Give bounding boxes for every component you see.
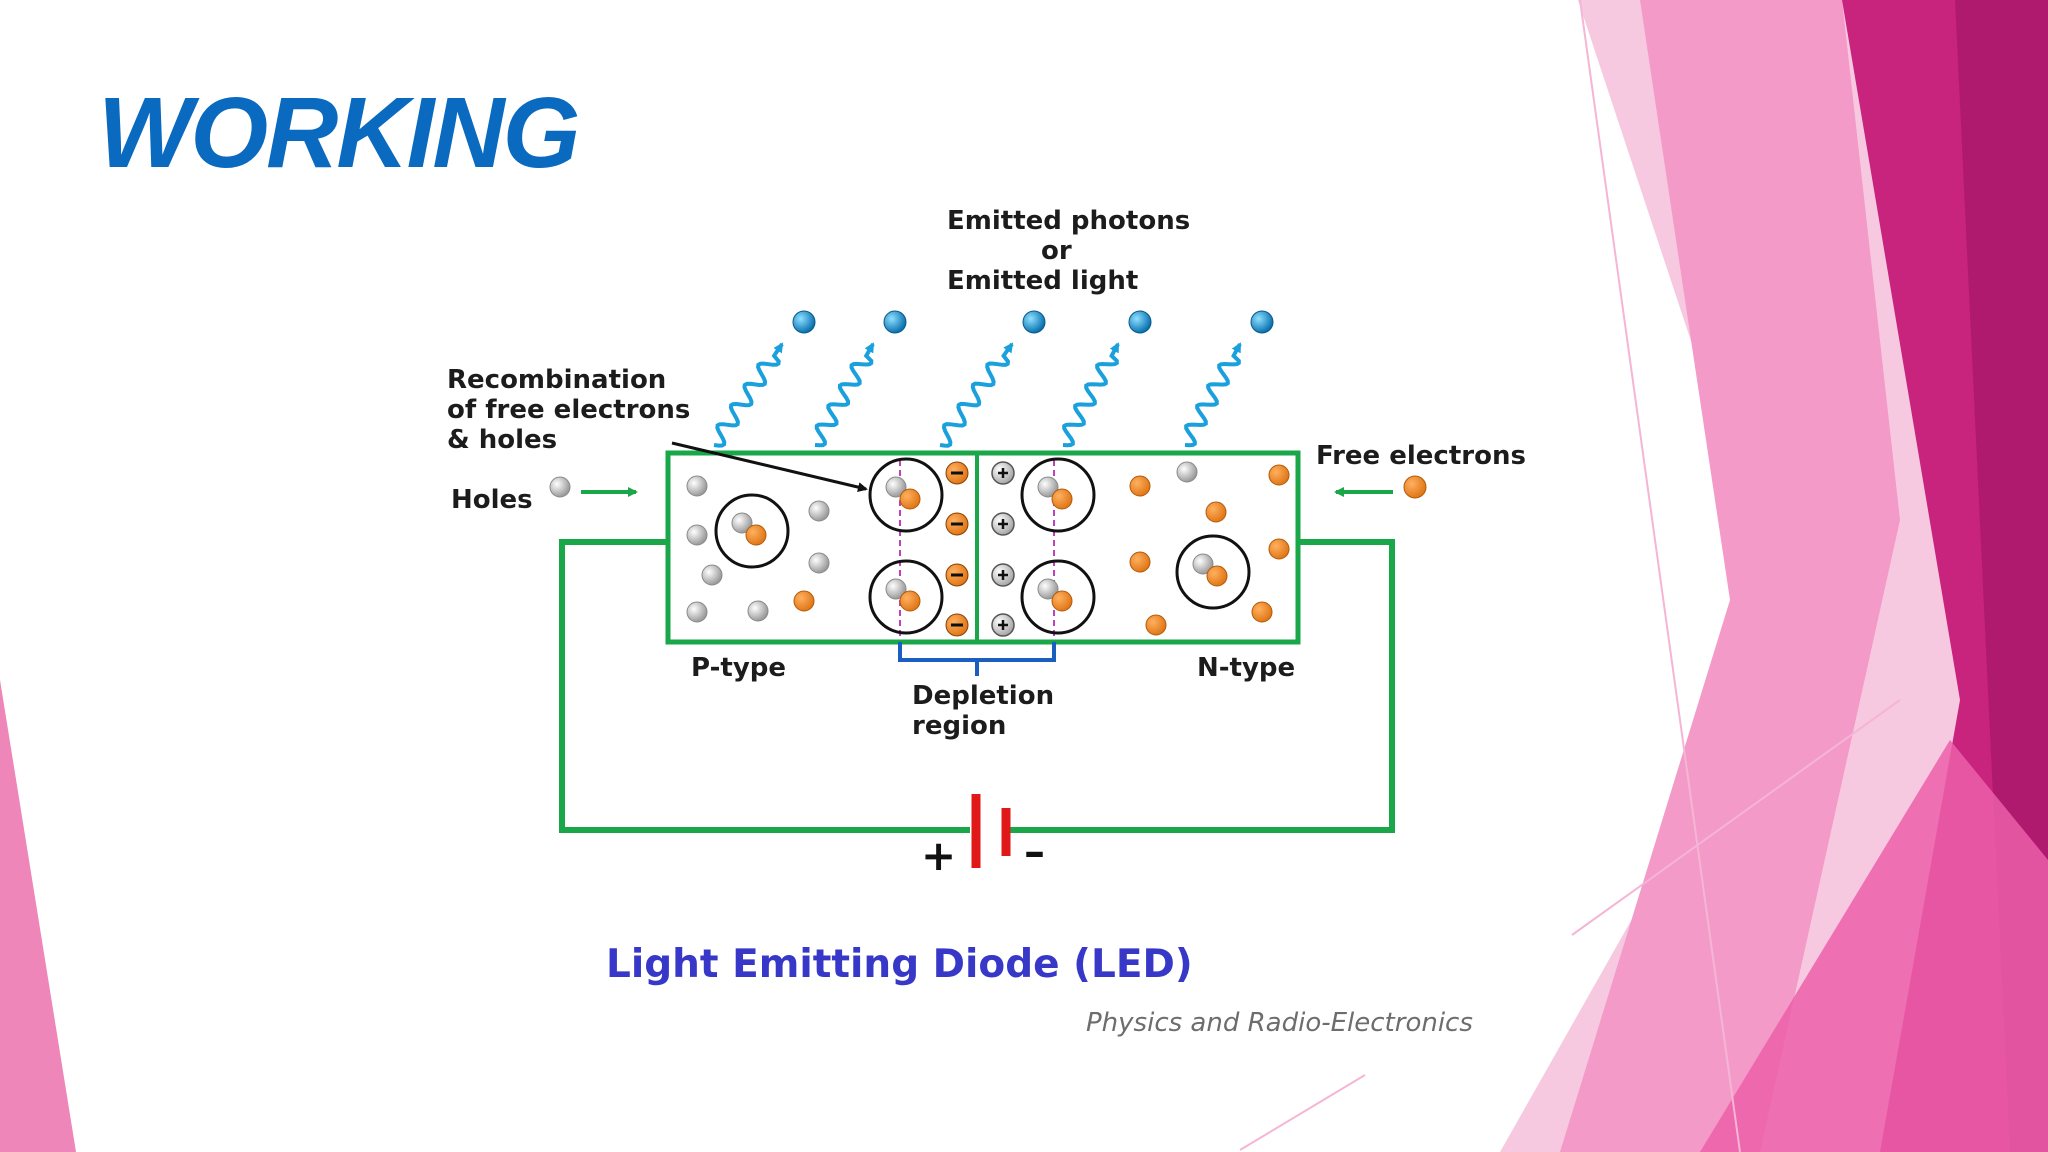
plus-ion-icon	[991, 461, 1015, 485]
photon-icon	[792, 310, 816, 334]
hole-icon	[1192, 553, 1214, 575]
recombination-label-line-1: Recombination	[447, 365, 667, 395]
electron-icon	[793, 590, 815, 612]
recombination-label-line-2: of free electrons	[447, 395, 691, 425]
depletion-brace	[898, 642, 1056, 676]
recombination-icon	[1175, 534, 1251, 610]
hole-icon	[885, 476, 907, 498]
recombination-icon	[714, 493, 790, 569]
depletion-label-line-2: region	[912, 711, 1007, 741]
recombination-icon	[1020, 457, 1096, 533]
electron-icon	[899, 590, 921, 612]
recombination-label-line-3: & holes	[447, 425, 558, 455]
hole-icon	[686, 475, 708, 497]
diagram-caption: Light Emitting Diode (LED)	[606, 942, 1193, 987]
p-n-junction-block	[665, 450, 1301, 645]
hole-icon	[686, 524, 708, 546]
photon-icon	[883, 310, 907, 334]
decor-line-2	[1571, 699, 1901, 936]
battery-minus-terminal: –	[1024, 827, 1045, 876]
hole-icon	[731, 512, 753, 534]
minus-ion-icon	[945, 563, 969, 587]
electron-icon	[1129, 551, 1151, 573]
plus-ion-icon	[991, 512, 1015, 536]
electron-icon	[1145, 614, 1167, 636]
minus-ion-icon	[945, 512, 969, 536]
recombination-icon	[1020, 559, 1096, 635]
plus-ion-icon	[991, 563, 1015, 587]
electron-icon	[745, 524, 767, 546]
photon-icon	[1128, 310, 1152, 334]
decor-shape-left	[0, 680, 76, 1152]
hole-icon	[686, 601, 708, 623]
photon-icon	[1250, 310, 1274, 334]
hole-icon	[1176, 461, 1198, 483]
electron-icon	[1051, 590, 1073, 612]
electron-icon	[1206, 565, 1228, 587]
hole-icon	[701, 564, 723, 586]
photon-wave-icon	[814, 342, 875, 448]
battery-icon	[971, 794, 1011, 868]
hole-icon	[549, 476, 571, 498]
n-type-label: N-type	[1197, 653, 1296, 683]
hole-icon	[808, 500, 830, 522]
minus-ion-icon	[945, 613, 969, 637]
recombination-pointer-arrow	[671, 441, 868, 493]
electron-icon	[1051, 488, 1073, 510]
holes-label: Holes	[451, 485, 533, 515]
hole-icon	[1037, 578, 1059, 600]
recombination-icon	[868, 457, 944, 533]
decor-line-3	[1239, 1074, 1366, 1151]
circuit-wire-left	[559, 539, 970, 833]
minus-ion-icon	[945, 461, 969, 485]
battery-plus-terminal: +	[921, 831, 957, 880]
hole-icon	[808, 552, 830, 574]
recombination-icon	[868, 559, 944, 635]
depletion-label-line-1: Depletion	[912, 681, 1055, 711]
p-type-label: P-type	[691, 653, 787, 683]
photon-wave-icon	[939, 342, 1014, 448]
emitted-label-line-1: Emitted photons	[947, 206, 1191, 236]
electron-icon	[1205, 501, 1227, 523]
emitted-label-line-2: or	[1041, 236, 1072, 266]
decor-line-1	[1579, 0, 1741, 1152]
electron-icon	[1129, 475, 1151, 497]
electron-icon	[1251, 601, 1273, 623]
photon-wave-icon	[1062, 342, 1120, 448]
electron-icon	[899, 488, 921, 510]
hole-icon	[747, 600, 769, 622]
plus-ion-icon	[991, 613, 1015, 637]
photon-icon	[1022, 310, 1046, 334]
photon-wave-icon	[713, 342, 784, 448]
hole-icon	[885, 578, 907, 600]
electron-icon	[1403, 475, 1427, 499]
free-electrons-label: Free electrons	[1316, 441, 1526, 471]
slide-title: WORKING	[98, 77, 580, 189]
electron-icon	[1268, 464, 1290, 486]
emitted-label-line-3: Emitted light	[947, 266, 1139, 296]
hole-icon	[1037, 476, 1059, 498]
photon-wave-icon	[1184, 342, 1242, 448]
electron-icon	[1268, 538, 1290, 560]
decor-shape-bottom	[1700, 740, 2048, 1152]
circuit-wire-right	[1010, 539, 1395, 833]
diagram-credit: Physics and Radio-Electronics	[1086, 1008, 1473, 1038]
decor-shape-right-mid	[1560, 0, 1900, 1152]
